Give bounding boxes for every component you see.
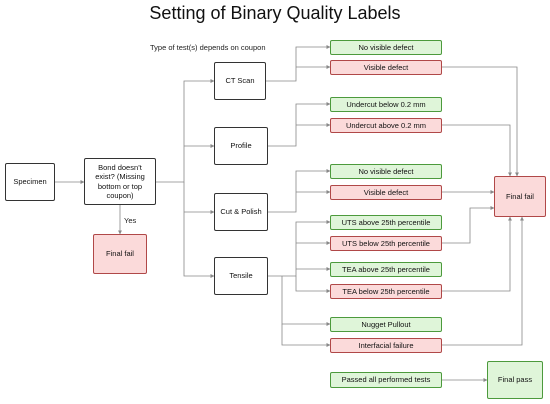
node-cp-visible-defect: Visible defect: [330, 185, 442, 200]
node-ct-scan: CT Scan: [214, 62, 266, 100]
coupon-note: Type of test(s) depends on coupon: [150, 43, 266, 52]
node-interfacial-failure: Interfacial failure: [330, 338, 442, 353]
node-cut-polish: Cut & Polish: [214, 193, 268, 231]
node-final-fail-right: Final fail: [494, 176, 546, 217]
edge-bond-tensile: [183, 182, 215, 278]
node-profile: Profile: [214, 127, 268, 165]
node-final-fail-left: Final fail: [93, 234, 147, 274]
edge-ct-nodefect: [266, 45, 331, 82]
edge-utsbelow-final: [442, 206, 495, 244]
node-ct-visible-defect: Visible defect: [330, 60, 442, 75]
edge-bond-ctscan: [156, 79, 215, 183]
node-bond-check: Bond doesn’t exist? (Missing bottom or t…: [84, 158, 156, 205]
edge-tensile-uts-above: [268, 220, 331, 277]
node-nugget-pullout: Nugget Pullout: [330, 317, 442, 332]
node-ct-no-defect: No visible defect: [330, 40, 442, 55]
edge-cp-nodefect: [268, 169, 331, 213]
edge-teabelow-final: [442, 216, 512, 292]
edge-ctdefect-final: [442, 66, 519, 177]
node-tea-above: TEA above 25th percentile: [330, 262, 442, 277]
yes-label: Yes: [124, 216, 137, 225]
node-undercut-below: Undercut below 0.2 mm: [330, 97, 442, 112]
node-final-pass: Final pass: [487, 361, 543, 399]
edge-undercut-final: [442, 124, 512, 177]
node-specimen: Specimen: [5, 163, 55, 201]
node-cp-no-defect: No visible defect: [330, 164, 442, 179]
node-uts-below: UTS below 25th percentile: [330, 236, 442, 251]
edge-tensile-interfacial: [281, 324, 331, 347]
node-uts-above: UTS above 25th percentile: [330, 215, 442, 230]
edge-tensile-tea-below: [295, 276, 331, 293]
edge-interfacial-final: [442, 216, 524, 346]
node-tea-below: TEA below 25th percentile: [330, 284, 442, 299]
node-passed-all: Passed all performed tests: [330, 372, 442, 388]
node-tensile: Tensile: [214, 257, 268, 295]
node-undercut-above: Undercut above 0.2 mm: [330, 118, 442, 133]
diagram-title: Setting of Binary Quality Labels: [149, 3, 401, 23]
edge-tensile-nugget: [281, 276, 331, 326]
